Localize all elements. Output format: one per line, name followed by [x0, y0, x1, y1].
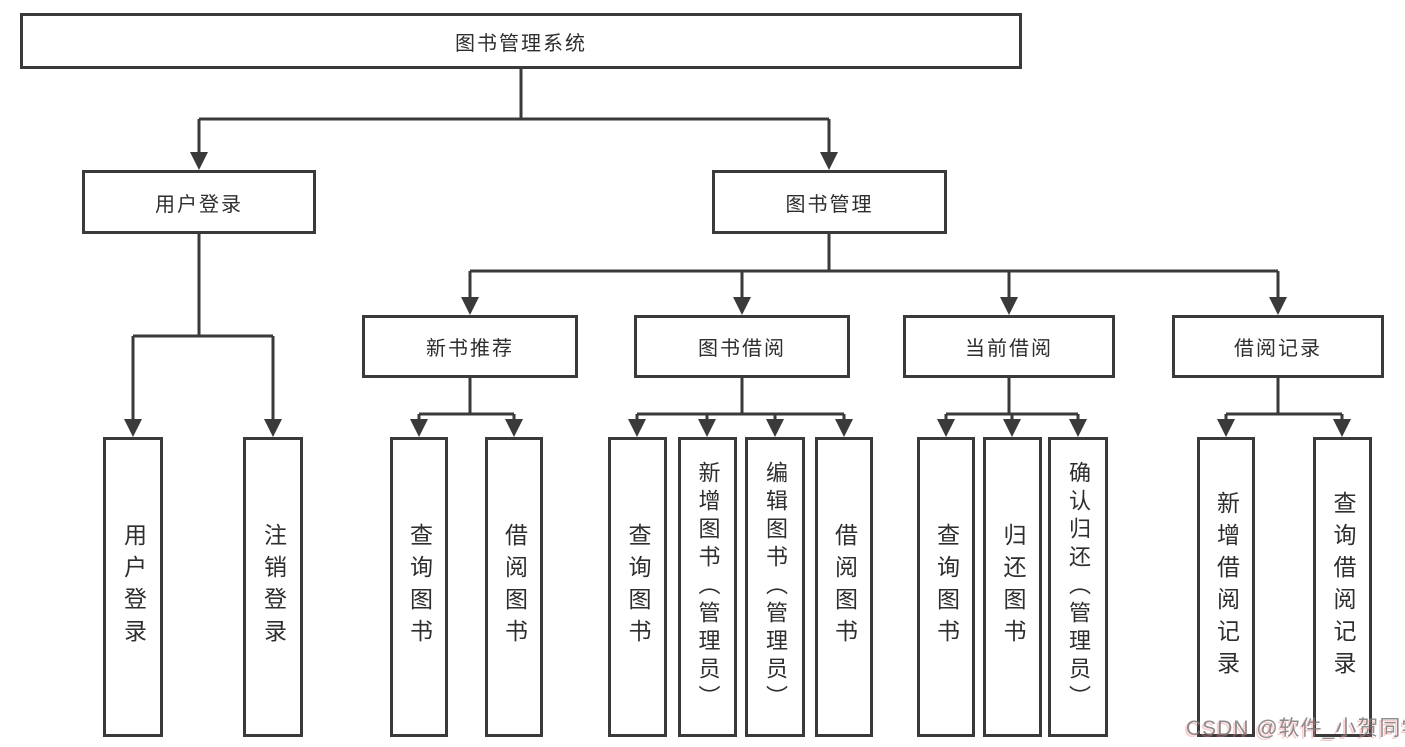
node-library-system: 图书管理系统: [20, 13, 1022, 69]
leaf-current-query-books: 查询图书: [917, 437, 975, 737]
leaf-label: 借阅图书: [831, 523, 858, 651]
leaf-logout: 注销登录: [243, 437, 303, 737]
csdn-watermark: CSDN @软件_小贺同学: [1186, 717, 1405, 740]
node-label: 借阅记录: [1234, 338, 1322, 360]
leaf-label: 查询图书: [406, 523, 433, 651]
leaf-borrowing-borrow-books: 借阅图书: [815, 437, 873, 737]
leaf-label: 借阅图书: [501, 523, 528, 651]
node-label: 图书管理: [785, 193, 874, 216]
leaf-user-login: 用户登录: [103, 437, 163, 737]
node-new-book-recommend: 新书推荐: [362, 315, 578, 378]
leaf-borrowing-query-books: 查询图书: [608, 437, 667, 737]
node-label: 图书借阅: [698, 338, 786, 360]
leaf-edit-books-admin: 编辑图书（管理员）: [745, 437, 805, 737]
leaf-label: 新增借阅记录: [1213, 491, 1240, 683]
leaf-confirm-return-admin: 确认归还（管理员）: [1048, 437, 1108, 737]
node-borrow-records: 借阅记录: [1172, 315, 1384, 378]
node-book-borrowing: 图书借阅: [634, 315, 850, 378]
leaf-label: 归还图书: [1000, 523, 1026, 651]
node-current-borrowing: 当前借阅: [903, 315, 1115, 378]
leaf-label: 用户登录: [120, 523, 147, 651]
leaf-query-borrow-record: 查询借阅记录: [1313, 437, 1372, 737]
leaf-label: 编辑图书（管理员）: [763, 461, 788, 713]
leaf-label: 确认归还（管理员）: [1066, 461, 1091, 713]
leaf-label: 查询借阅记录: [1330, 491, 1356, 683]
node-label: 当前借阅: [965, 338, 1053, 360]
leaf-label: 查询图书: [625, 523, 651, 651]
leaf-add-books-admin: 新增图书（管理员）: [678, 437, 737, 737]
leaf-return-books: 归还图书: [983, 437, 1042, 737]
leaf-recommend-query-books: 查询图书: [390, 437, 448, 737]
leaf-label: 注销登录: [260, 523, 287, 651]
leaf-add-borrow-record: 新增借阅记录: [1197, 437, 1255, 737]
tree-edges: [131, 69, 1344, 420]
leaf-label: 查询图书: [933, 523, 960, 651]
node-user-login: 用户登录: [82, 170, 316, 234]
node-label: 新书推荐: [426, 338, 514, 360]
node-label: 图书管理系统: [455, 32, 587, 55]
leaf-recommend-borrow-books: 借阅图书: [485, 437, 543, 737]
node-label: 用户登录: [155, 193, 243, 216]
leaf-label: 新增图书（管理员）: [695, 461, 721, 713]
node-book-management: 图书管理: [712, 170, 947, 234]
